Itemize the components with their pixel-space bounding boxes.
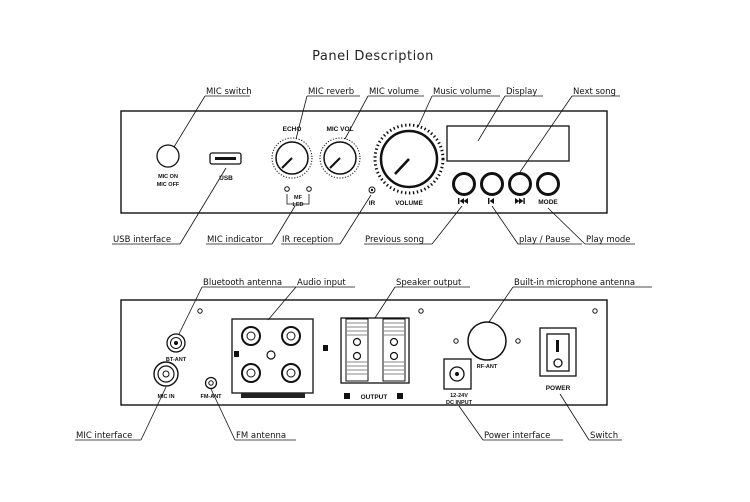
mic-on-label: MIC ON [158,174,178,180]
screw-icon [592,308,598,314]
speaker-output-block [340,317,410,399]
diagram-title: Panel Description [312,49,434,64]
callout-ir-reception: IR reception [282,235,333,245]
usb-port-slot [215,157,236,160]
led-mf-label: MF [294,195,303,201]
mic-in-label: MIC IN [157,394,174,400]
callout-next-song: Next song [573,87,616,97]
mic-indicator-led-left [284,186,290,192]
power-switch [539,327,577,377]
rf-antenna-mount [467,321,507,361]
callout-mic-switch: MIC switch [206,87,252,97]
echo-knob [271,137,313,179]
mic-off-label: MIC OFF [157,182,180,188]
mic-in-jack [153,361,179,387]
rf-ant-label: RF-ANT [477,364,498,370]
callout-play-mode: Play mode [586,235,631,245]
display-window [446,125,570,162]
screw-icon [515,338,521,344]
callout-switch: Switch [590,431,618,441]
callout-previous-song: Previous song [365,235,424,245]
callout-music-volume: Music volume [433,87,491,97]
dc-voltage-label: 12-24V [450,393,468,399]
previous-icon [458,198,468,204]
fm-antenna-jack [204,376,218,390]
screw-icon [418,308,424,314]
mic-switch-button [156,144,180,168]
callout-mic-indicator: MIC indicator [207,235,263,245]
callout-builtin-mic-antenna: Built-in microphone antenna [514,278,635,288]
callout-audio-input: Audio input [297,278,346,288]
front-panel: MIC ON MIC OFF USB ECHO MIC VOL MF LED I… [120,110,608,214]
play-pause-icon [488,198,494,204]
screw-icon [453,338,459,344]
led-label: LED [293,202,304,208]
usb-label: USB [219,175,233,182]
rear-panel: BT-ANT MIC IN FM-ANT [120,299,608,406]
front-callout-lines [112,95,635,245]
mode-label: MODE [538,199,558,206]
rear-callout-lines [75,286,652,441]
volume-knob [373,123,445,195]
callout-power-interface: Power interface [484,431,550,441]
next-song-button [508,172,532,196]
mic-vol-label: MIC VOL [326,126,353,133]
led-bracket [286,194,310,205]
callout-mic-interface: MIC interface [76,431,132,441]
callout-mic-volume: MIC volume [369,87,419,97]
callout-play-pause: play / Pause [519,235,570,245]
audio-input-block [231,318,328,398]
power-label: POWER [546,385,571,392]
callout-display: Display [506,87,537,97]
callout-speaker-output: Speaker output [396,278,462,288]
bt-ant-label: BT-ANT [166,357,187,363]
echo-label: ECHO [283,126,302,133]
callout-bluetooth-antenna: Bluetooth antenna [203,278,282,288]
callout-usb-interface: USB interface [113,235,171,245]
bt-antenna-jack [166,333,186,353]
screw-icon [197,308,203,314]
output-label: OUTPUT [361,394,388,401]
dc-input-label: DC INPUT [446,400,473,406]
mic-vol-knob [319,137,361,179]
callout-fm-antenna: FM antenna [236,431,286,441]
dc-input-jack [443,358,472,390]
volume-label: VOLUME [395,200,423,207]
next-icon [515,198,525,204]
fm-ant-label: FM-ANT [200,394,222,400]
mic-indicator-led-right [306,186,312,192]
mode-button [536,172,560,196]
callout-mic-reverb: MIC reverb [308,87,354,97]
previous-song-button [452,172,476,196]
ir-label: IR [369,200,376,207]
play-pause-button [480,172,504,196]
